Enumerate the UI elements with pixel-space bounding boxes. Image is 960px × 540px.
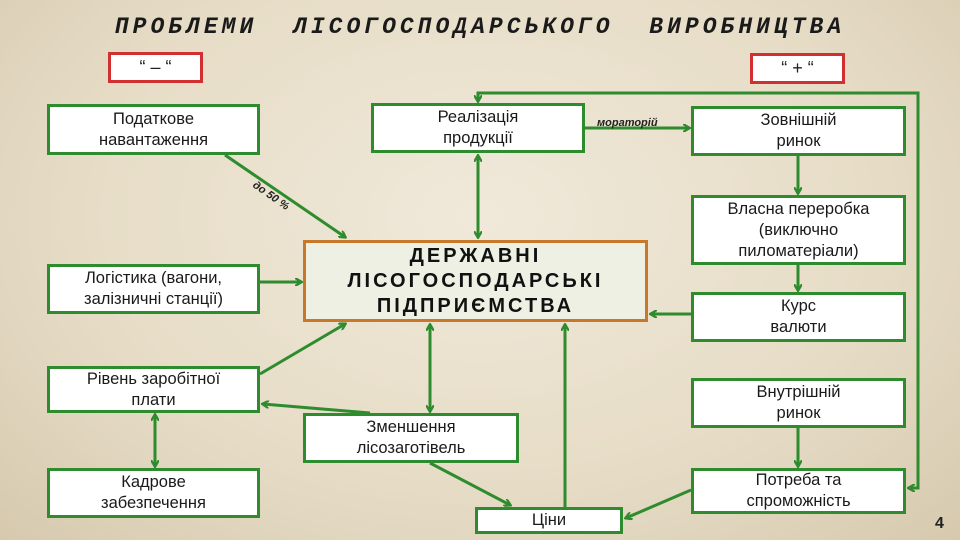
box-logging-reduction: Зменшення лісозаготівель — [303, 413, 519, 463]
box-wages: Рівень заробітної плати — [47, 366, 260, 413]
arrow-reduction-to-wages — [263, 404, 371, 415]
box-staffing: Кадрове забезпечення — [47, 468, 260, 518]
arrow-tax-to-center — [224, 153, 345, 237]
box-state-forestry-enterprises: ДЕРЖАВНІ ЛІСОГОСПОДАРСЬКІ ПІДПРИЄМСТВА — [303, 240, 648, 322]
arrow-demand-to-sales-loop — [478, 91, 920, 488]
page-number: 4 — [935, 515, 944, 532]
arrow-reduction-to-prices — [429, 461, 510, 505]
moratorium-label: мораторій — [597, 117, 658, 129]
arrow-demand-to-prices — [626, 488, 692, 518]
box-exchange-rate: Курс валюти — [691, 292, 906, 342]
box-internal-market: Внутрішній ринок — [691, 378, 906, 428]
negative-factors-label: “ – “ — [108, 52, 203, 83]
arrow-wages-to-center — [259, 324, 345, 376]
box-own-processing: Власна переробка (виключно пиломатеріали… — [691, 195, 906, 265]
box-prices: Ціни — [475, 507, 623, 534]
box-logistics: Логістика (вагони, залізничні станції) — [47, 264, 260, 314]
slide-title: ПРОБЛЕМИ ЛІСОГОСПОДАРСЬКОГО ВИРОБНИЦТВА — [114, 14, 846, 40]
box-demand-capacity: Потреба та спроможність — [691, 468, 906, 514]
box-external-market: Зовнішній ринок — [691, 106, 906, 156]
positive-factors-label: “ + “ — [750, 53, 845, 84]
box-tax-burden: Податкове навантаження — [47, 104, 260, 155]
box-product-sales: Реалізація продукції — [371, 103, 585, 153]
